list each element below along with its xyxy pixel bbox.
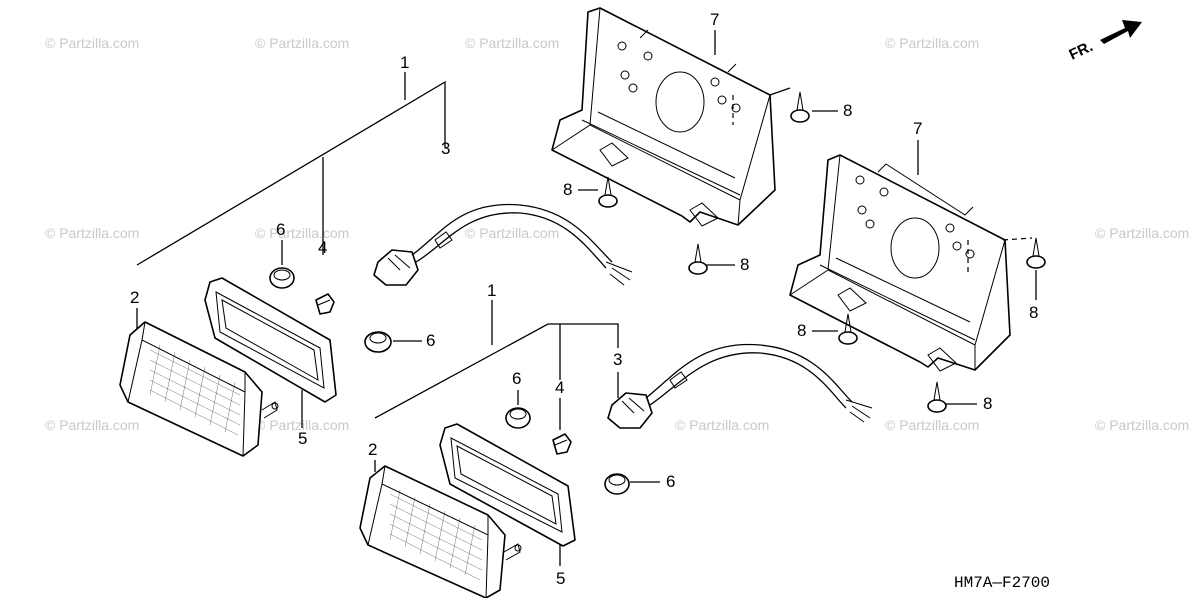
- watermark: © Partzilla.com: [255, 225, 349, 241]
- front-direction-indicator: FR.: [1067, 20, 1142, 64]
- grommet: [269, 267, 295, 289]
- lamp-gasket: [204, 277, 337, 403]
- callout-2: 2: [368, 440, 377, 459]
- leader-lines: [714, 30, 791, 96]
- callout-6b: 6: [426, 331, 435, 350]
- watermark: © Partzilla.com: [885, 417, 979, 433]
- screw: [790, 91, 810, 123]
- screw: [598, 176, 618, 208]
- watermark: © Partzilla.com: [45, 417, 139, 433]
- grommet: [364, 331, 392, 353]
- socket-harness: [607, 343, 873, 429]
- watermark: © Partzilla.com: [885, 35, 979, 51]
- callout-6b: 6: [666, 472, 675, 491]
- callout-8: 8: [983, 394, 992, 413]
- watermark: © Partzilla.com: [675, 417, 769, 433]
- grommet: [505, 407, 531, 429]
- front-arrow-icon: [1100, 20, 1142, 44]
- watermark: © Partzilla.com: [465, 35, 559, 51]
- bulb: [552, 433, 572, 455]
- screw: [927, 381, 947, 413]
- tail-lamp-lens: [119, 321, 279, 457]
- callout-2: 2: [130, 288, 139, 307]
- leader-lines: [136, 72, 446, 266]
- callout-6: 6: [512, 369, 521, 388]
- callout-8: 8: [1029, 303, 1038, 322]
- tail-lamp-lens: [359, 465, 522, 599]
- watermark: © Partzilla.com: [1095, 417, 1189, 433]
- bulb: [315, 293, 335, 315]
- watermark: © Partzilla.com: [1095, 225, 1189, 241]
- lamp-gasket: [439, 423, 576, 547]
- lower-bracket-group: 7 8 8 8: [789, 119, 1046, 413]
- callout-4: 4: [555, 378, 564, 397]
- license-bracket: [789, 154, 1011, 372]
- front-label: FR.: [1067, 38, 1096, 64]
- callout-8: 8: [797, 321, 806, 340]
- callout-7: 7: [913, 119, 922, 138]
- grommet: [604, 473, 630, 495]
- callout-8: 8: [563, 180, 572, 199]
- watermark: © Partzilla.com: [465, 225, 559, 241]
- leader-lines: [374, 300, 619, 419]
- callout-1: 1: [400, 53, 409, 72]
- callout-1: 1: [487, 281, 496, 300]
- callout-5: 5: [556, 569, 565, 588]
- callout-8: 8: [740, 255, 749, 274]
- screw: [838, 313, 858, 345]
- callout-5: 5: [298, 429, 307, 448]
- callout-3: 3: [441, 139, 450, 158]
- callout-4: 4: [318, 238, 327, 257]
- watermarks: © Partzilla.com © Partzilla.com © Partzi…: [45, 35, 1189, 433]
- lower-lamp-assembly: 1 3 4 6 2 5 6: [359, 281, 873, 599]
- callout-6: 6: [276, 220, 285, 239]
- socket-harness: [373, 203, 633, 286]
- watermark: © Partzilla.com: [255, 35, 349, 51]
- watermark: © Partzilla.com: [45, 35, 139, 51]
- upper-lamp-assembly: 1 3 4 6 2 5 6: [119, 53, 633, 457]
- callout-3: 3: [613, 350, 622, 369]
- license-bracket: [551, 7, 776, 227]
- fastener-guide-line: [967, 237, 1033, 272]
- upper-bracket-group: 7 8 8 8: [551, 7, 852, 275]
- screw: [1026, 237, 1046, 269]
- screw: [688, 243, 708, 275]
- callout-7: 7: [710, 10, 719, 29]
- diagram-code: HM7A—F2700: [954, 574, 1050, 592]
- callout-8: 8: [843, 101, 852, 120]
- watermark: © Partzilla.com: [45, 225, 139, 241]
